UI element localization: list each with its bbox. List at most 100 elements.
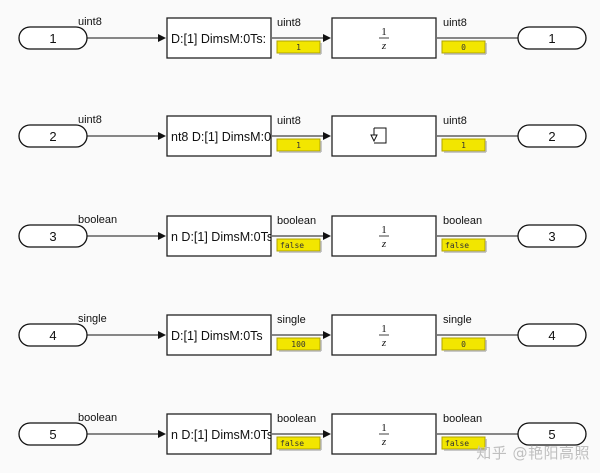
signal-spec-clip: D:[1] DimsM:0Ts [171, 329, 263, 343]
outport-1-shape[interactable] [517, 26, 587, 50]
inport-3-label: 3 [49, 229, 56, 244]
zero-order-hold-icon [374, 127, 387, 144]
unit-delay-block[interactable]: 1z [331, 17, 437, 59]
value-display-mid-value: false [280, 241, 304, 250]
signal-type-out: uint8 [443, 17, 467, 29]
value-display-mid-box [276, 238, 321, 252]
signal-type-in: uint8 [78, 114, 102, 126]
outport-5-shape[interactable] [517, 422, 587, 446]
outport-5-label: 5 [548, 427, 555, 442]
signal-type-mid: single [277, 314, 306, 326]
unit-delay-block[interactable]: 1z [331, 413, 437, 455]
value-display-mid-value: 1 [296, 43, 301, 52]
signal-type-in: boolean [78, 214, 117, 226]
signal-spec-label: n D:[1] DimsM:0Ts [171, 428, 273, 442]
inport-4-label: 4 [49, 328, 56, 343]
signal-spec-block-body[interactable] [166, 215, 272, 257]
signal-type-in: boolean [78, 412, 117, 424]
value-display-mid-box [276, 138, 321, 152]
signal-spec-block-body[interactable] [166, 314, 272, 356]
delay-numerator: 1 [381, 323, 387, 335]
value-display-mid: 1 [276, 138, 322, 153]
delay-denominator: z [381, 238, 387, 250]
delay-numerator: 1 [381, 224, 387, 236]
value-display-out-box [441, 337, 486, 351]
inport-2-label: 2 [49, 129, 56, 144]
outport-2[interactable]: 2 [517, 124, 587, 148]
value-display-mid-box [276, 337, 321, 351]
signal-type-out: single [443, 314, 472, 326]
signal-spec-block[interactable]: D:[1] DimsM:0Ts [166, 314, 272, 356]
signal-spec-block-body[interactable] [166, 413, 272, 455]
value-display-out: 0 [441, 40, 487, 55]
delay-denominator: z [381, 40, 387, 52]
signal-spec-label: D:[1] DimsM:0Ts: [171, 32, 266, 46]
signal-spec-clip: n D:[1] DimsM:0Ts [171, 230, 273, 244]
zero-order-hold-block[interactable] [331, 115, 437, 157]
signal-spec-clip: n D:[1] DimsM:0Ts [171, 428, 273, 442]
value-display-mid-value: false [280, 439, 304, 448]
signal-type-out: uint8 [443, 115, 467, 127]
value-display-mid: false [276, 436, 322, 451]
value-display-mid-box [276, 40, 321, 54]
outport-4[interactable]: 4 [517, 323, 587, 347]
value-display-mid-box [276, 436, 321, 450]
value-display-out: 1 [441, 138, 487, 153]
value-display-out: false [441, 238, 487, 253]
value-display-out-value: 0 [461, 43, 466, 52]
outport-4-label: 4 [548, 328, 555, 343]
signal-type-in: uint8 [78, 16, 102, 28]
signal-spec-label: D:[1] DimsM:0Ts [171, 329, 263, 343]
value-display-mid-value: 1 [296, 141, 301, 150]
value-display-mid: 1 [276, 40, 322, 55]
value-display-out-box [441, 238, 486, 252]
value-display-out-box [441, 40, 486, 54]
delay-denominator: z [381, 436, 387, 448]
unit-delay-block[interactable]: 1z [331, 215, 437, 257]
signal-spec-block[interactable]: n D:[1] DimsM:0Ts [166, 215, 273, 257]
value-display-mid: false [276, 238, 322, 253]
inport-5-label: 5 [49, 427, 56, 442]
value-display-out-box [441, 138, 486, 152]
signal-spec-block-body[interactable] [166, 17, 272, 59]
delay-block-body[interactable] [331, 115, 437, 157]
signal-spec-label: n D:[1] DimsM:0Ts [171, 230, 273, 244]
inport-1[interactable]: 1 [18, 26, 88, 50]
signal-type-mid: boolean [277, 215, 316, 227]
delay-numerator: 1 [381, 26, 387, 38]
inport-3[interactable]: 3 [18, 224, 88, 248]
outport-1-label: 1 [548, 31, 555, 46]
signal-spec-block[interactable]: D:[1] DimsM:0Ts: [166, 17, 272, 59]
outport-2-label: 2 [548, 129, 555, 144]
delay-numerator: 1 [381, 422, 387, 434]
outport-3-label: 3 [548, 229, 555, 244]
value-display-out-value: 1 [461, 141, 466, 150]
value-display-out: false [441, 436, 487, 451]
value-display-out-value: 0 [461, 340, 466, 349]
inport-5[interactable]: 5 [18, 422, 88, 446]
inport-4[interactable]: 4 [18, 323, 88, 347]
outport-5[interactable]: 5 [517, 422, 587, 446]
outport-3-shape[interactable] [517, 224, 587, 248]
value-display-mid: 100 [276, 337, 322, 352]
outport-1[interactable]: 1 [517, 26, 587, 50]
signal-spec-label: nt8 D:[1] DimsM:0 [171, 130, 271, 144]
signal-type-out: boolean [443, 413, 482, 425]
outport-4-shape[interactable] [517, 323, 587, 347]
outport-2-shape[interactable] [517, 124, 587, 148]
signal-spec-block[interactable]: nt8 D:[1] DimsM:0 [166, 115, 272, 157]
unit-delay-block[interactable]: 1z [331, 314, 437, 356]
inport-2[interactable]: 2 [18, 124, 88, 148]
value-display-mid-value: 100 [291, 340, 306, 349]
signal-spec-block-body[interactable] [166, 115, 272, 157]
signal-spec-block[interactable]: n D:[1] DimsM:0Ts [166, 413, 273, 455]
value-display-out-value: false [445, 439, 469, 448]
outport-3[interactable]: 3 [517, 224, 587, 248]
signal-type-out: boolean [443, 215, 482, 227]
signal-spec-clip: nt8 D:[1] DimsM:0 [171, 130, 271, 144]
